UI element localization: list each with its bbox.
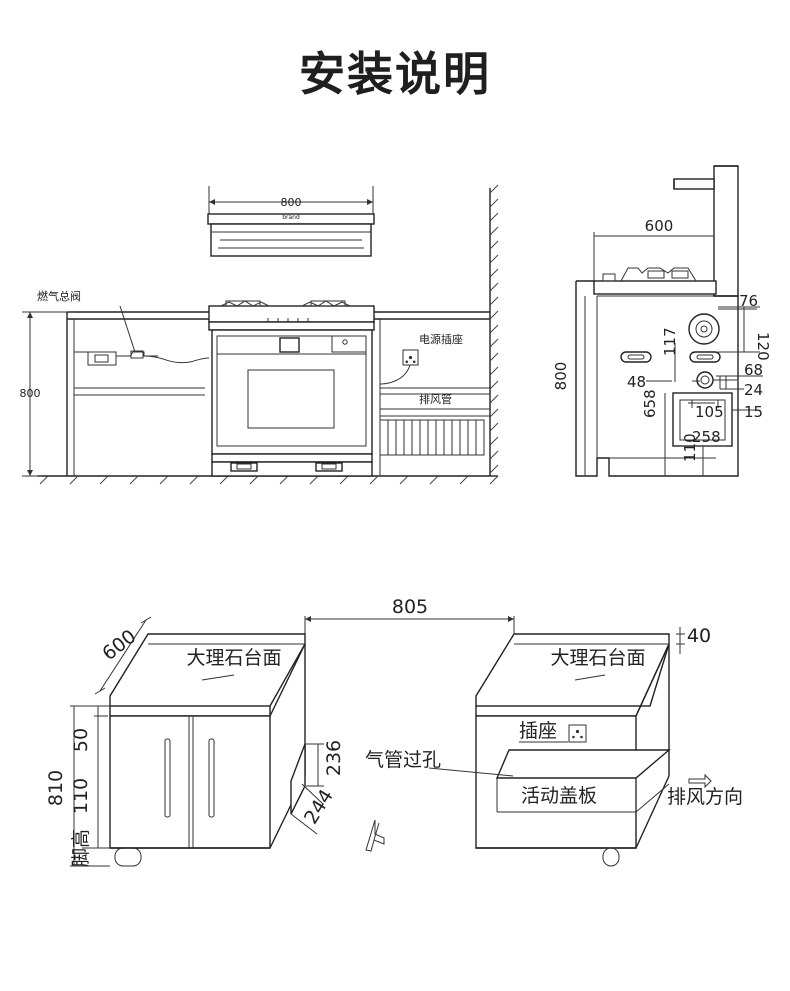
side-dimension-15: 15 — [744, 403, 763, 421]
side-view: 600 800 — [552, 165, 772, 477]
exhaust-direction-label: 排风方向 — [667, 786, 743, 808]
side-dimension-117: 117 — [661, 327, 679, 356]
front-power-socket-label: 电源插座 — [419, 332, 463, 346]
cabinet-foot-height-label: 脚高 — [70, 829, 92, 867]
movable-cover-label: 活动盖板 — [521, 785, 597, 807]
cabinet-perspective: 805 大理石台面 — [45, 596, 743, 867]
front-dimension-800-height: 800 — [20, 387, 41, 400]
side-dimension-800: 800 — [552, 362, 570, 391]
cabinet-dimension-50: 50 — [70, 728, 92, 752]
side-dimension-48: 48 — [627, 373, 646, 391]
left-marble-top-label: 大理石台面 — [186, 647, 281, 669]
right-cabinet-socket-label: 插座 — [519, 720, 557, 742]
cabinet-dimension-40: 40 — [687, 625, 711, 647]
side-dimension-68: 68 — [744, 361, 763, 379]
front-exhaust-pipe-label: 排风管 — [419, 392, 452, 406]
cabinet-dimension-805: 805 — [392, 596, 428, 618]
side-dimension-658: 658 — [641, 389, 659, 418]
right-marble-top-label: 大理石台面 — [550, 647, 645, 669]
front-view: 800 brand — [20, 184, 499, 485]
cabinet-dimension-236: 236 — [323, 740, 345, 776]
side-dimension-76: 76 — [739, 292, 758, 310]
side-dimension-600: 600 — [645, 217, 674, 235]
svg-text:brand: brand — [282, 214, 300, 221]
cabinet-dimension-110: 110 — [70, 778, 92, 814]
cabinet-dimension-244: 244 — [300, 786, 338, 828]
page-title: 安装说明 — [299, 47, 491, 101]
front-dimension-800-width: 800 — [281, 196, 302, 209]
side-dimension-120: 120 — [754, 332, 772, 361]
side-dimension-110: 110 — [681, 433, 699, 462]
side-dimension-24: 24 — [744, 381, 763, 399]
side-dimension-105: 105 — [695, 403, 724, 421]
side-dimension-258: 258 — [692, 428, 721, 446]
cabinet-total-height-810: 810 — [45, 770, 67, 806]
gas-main-valve-label: 燃气总阀 — [37, 289, 81, 303]
gas-pipe-hole-label: 气管过孔 — [365, 749, 441, 771]
